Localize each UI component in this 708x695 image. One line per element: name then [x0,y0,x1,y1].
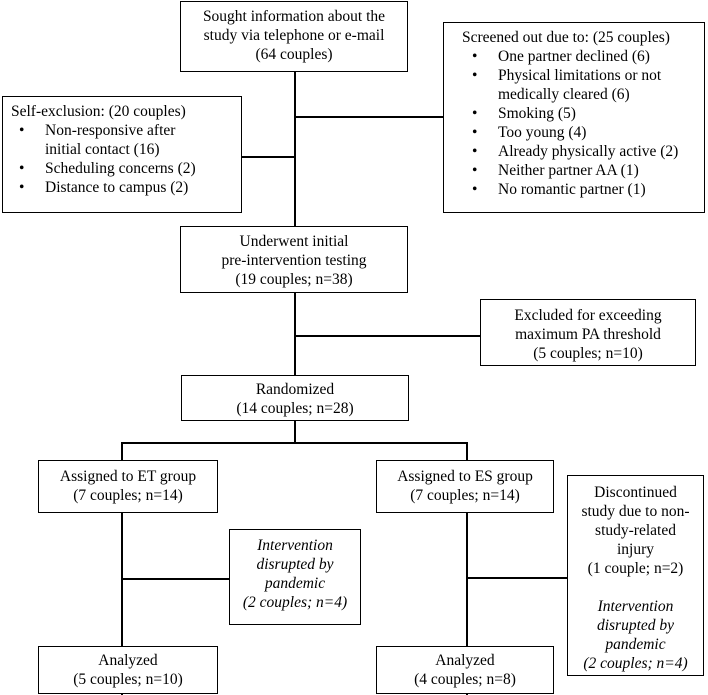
connector-line [121,513,123,695]
list-item: Neither partner AA (1) [462,161,704,180]
discontinued-text: Discontinued study due to non- study-rel… [581,484,690,577]
connector-line [294,293,296,375]
connector-line [294,421,296,443]
list-item: Distance to campus (2) [9,178,241,197]
list-item: No romantic partner (1) [462,180,704,199]
connector-line [466,442,468,460]
sought-information-box: Sought information about the study via t… [180,1,408,72]
initial-testing-text: Underwent initial pre-intervention testi… [221,233,367,288]
sought-information-text: Sought information about the study via t… [202,8,386,63]
list-item: Too young (4) [462,123,704,142]
screened-out-box: Screened out due to: (25 couples) One pa… [443,22,705,213]
pandemic-et-text: Intervention disrupted by pandemic (2 co… [242,537,348,611]
analyzed-es-box: Analyzed (4 couples; n=8) [376,646,554,694]
connector-line [466,513,468,695]
excluded-pa-text: Excluded for exceeding maximum PA thresh… [514,307,662,362]
analyzed-et-box: Analyzed (5 couples; n=10) [38,646,218,694]
self-exclusion-title: Self-exclusion: (20 couples) [11,103,186,120]
pandemic-et-box: Intervention disrupted by pandemic (2 co… [229,529,361,625]
list-item: Physical limitations or not medically cl… [462,66,704,104]
screened-out-title: Screened out due to: (25 couples) [462,29,670,46]
et-group-box: Assigned to ET group (7 couples; n=14) [38,460,218,513]
connector-line [121,442,123,460]
et-group-text: Assigned to ET group (7 couples; n=14) [59,468,197,504]
connector-line [121,578,229,580]
list-item: One partner declined (6) [462,47,704,66]
connector-line [294,72,296,226]
connector-line [294,116,444,118]
connector-line [242,156,295,158]
list-item: Smoking (5) [462,104,704,123]
randomized-text: Randomized (14 couples; n=28) [236,381,354,417]
analyzed-et-text: Analyzed (5 couples; n=10) [73,652,183,688]
analyzed-es-text: Analyzed (4 couples; n=8) [414,652,516,688]
connector-line [121,442,467,444]
list-item: Scheduling concerns (2) [9,159,241,178]
screened-out-list: One partner declined (6) Physical limita… [462,47,704,199]
connector-line [294,335,480,337]
randomized-box: Randomized (14 couples; n=28) [181,375,409,421]
connector-line [466,577,567,579]
self-exclusion-list: Non-responsive after initial contact (16… [9,121,241,197]
self-exclusion-box: Self-exclusion: (20 couples) Non-respons… [2,96,242,213]
initial-testing-box: Underwent initial pre-intervention testi… [180,226,408,293]
es-group-box: Assigned to ES group (7 couples; n=14) [376,460,554,513]
excluded-pa-box: Excluded for exceeding maximum PA thresh… [480,299,696,366]
discontinued-box: Discontinued study due to non- study-rel… [567,475,704,676]
es-group-text: Assigned to ES group (7 couples; n=14) [397,468,533,504]
discontinued-pandemic-text: Intervention disrupted by pandemic (2 co… [583,598,688,672]
list-item: Already physically active (2) [462,142,704,161]
list-item: Non-responsive after initial contact (16… [9,121,241,159]
